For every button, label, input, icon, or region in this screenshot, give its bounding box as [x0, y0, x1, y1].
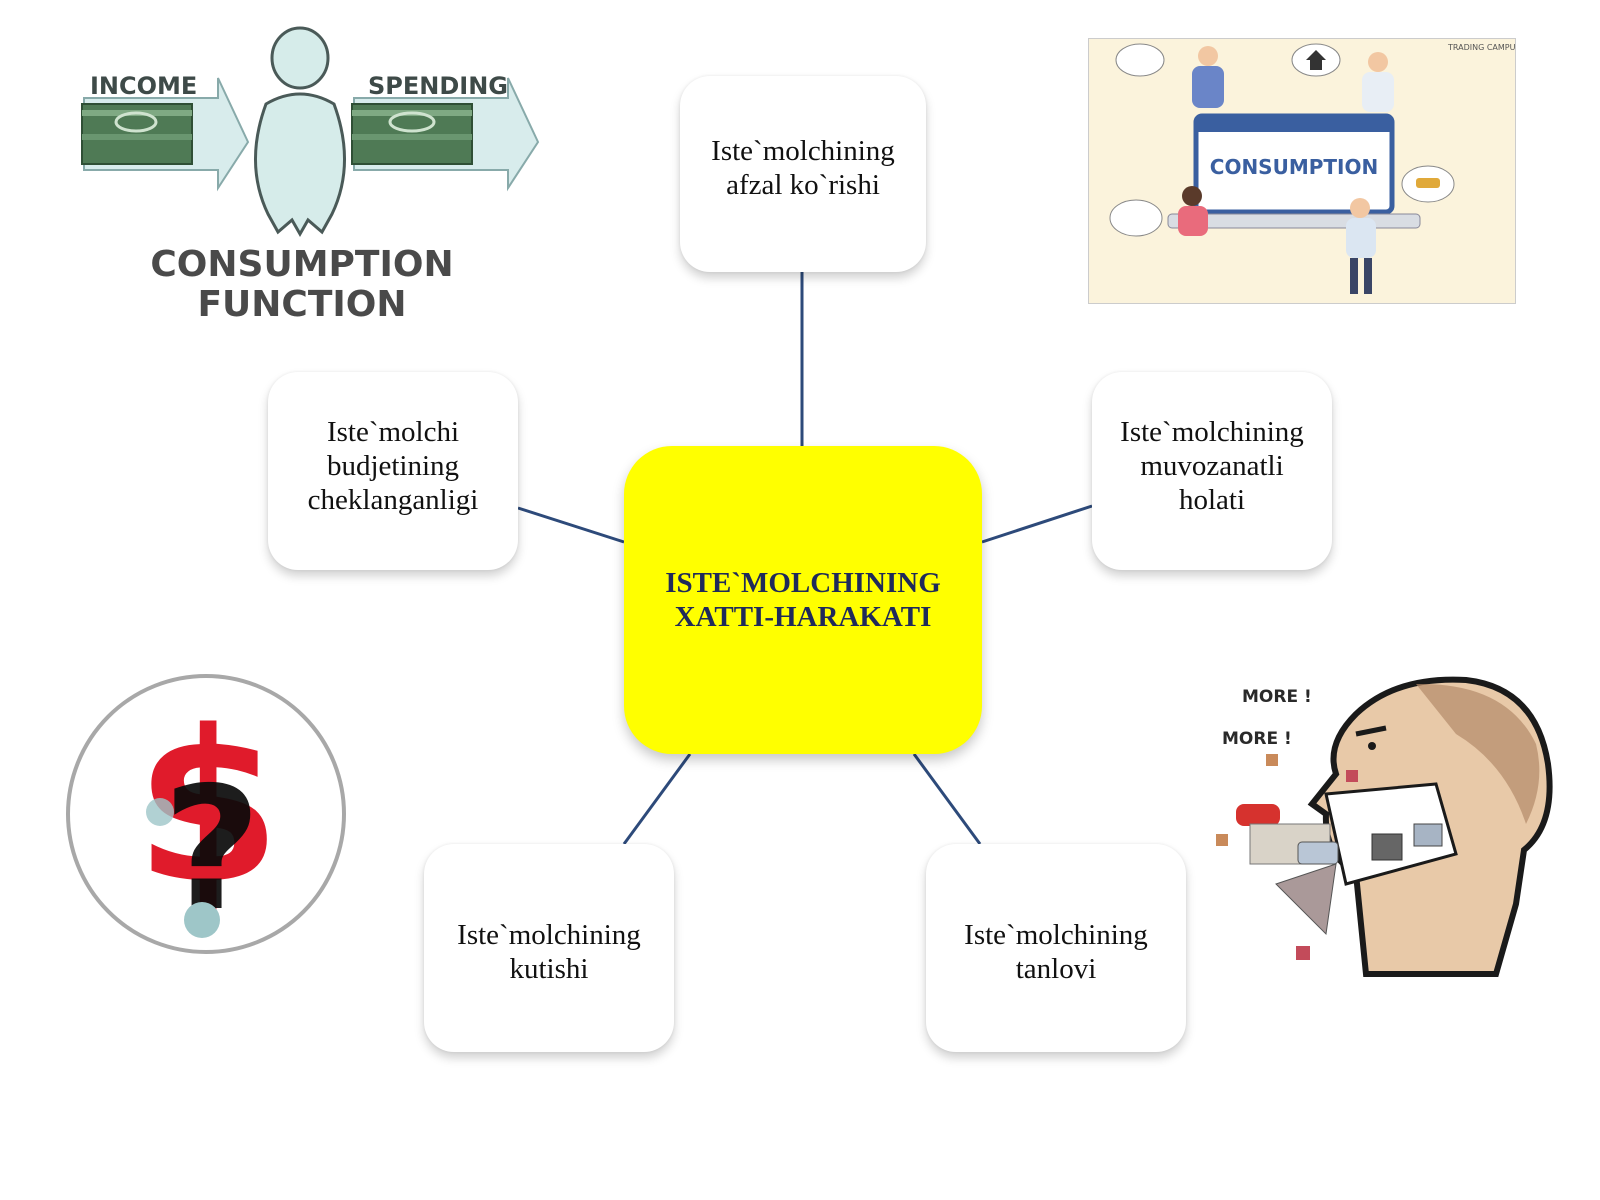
bicycle-bubble-icon	[1109, 199, 1163, 237]
node-equilibrium: Iste`molchining muvozanatli holati	[1092, 372, 1332, 570]
node-choice: Iste`molchining tanlovi	[926, 844, 1186, 1052]
link-bottom-right	[912, 753, 982, 845]
node-equilibrium-label: Iste`molchining muvozanatli holati	[1120, 416, 1304, 516]
consumption-function-title-1: CONSUMPTION	[150, 244, 453, 285]
link-left	[517, 506, 625, 544]
node-preference: Iste`molchining afzal ko`rishi	[680, 76, 926, 272]
more-consumer-cartoon: MORE ! MORE !	[1216, 676, 1553, 977]
node-budget-constraint: Iste`molchi budjetining cheklanganligi	[268, 372, 518, 570]
link-right	[981, 504, 1093, 544]
node-expectation-label: Iste`molchining kutishi	[457, 919, 641, 985]
consumption-banner: CONSUMPTION	[1210, 155, 1378, 179]
node-budget-constraint-label: Iste`molchi budjetining cheklanganligi	[307, 416, 479, 516]
consumption-illustration-image: TRADING CAMPUS CONSUMPTION	[1088, 38, 1516, 304]
link-bottom-left	[622, 753, 692, 845]
income-label: INCOME	[90, 72, 197, 100]
more-shout-2: MORE !	[1222, 729, 1292, 749]
consumption-function-image: INCOME SPENDING CONSUMPTION FUNCTION	[81, 26, 540, 325]
spending-label: SPENDING	[368, 72, 508, 100]
consumption-function-title-2: FUNCTION	[197, 284, 406, 325]
dollar-question-icon: $ ?	[66, 674, 346, 954]
center-node: ISTE`MOLCHINING XATTI-HARAKATI	[624, 446, 982, 754]
shoe-bubble-icon	[1115, 43, 1165, 77]
node-choice-label: Iste`molchining tanlovi	[964, 919, 1148, 985]
node-expectation: Iste`molchining kutishi	[424, 844, 674, 1052]
watermark: TRADING CAMPUS	[1447, 43, 1516, 52]
person-icon	[254, 26, 346, 238]
more-shout-1: MORE !	[1242, 687, 1312, 707]
center-label: ISTE`MOLCHINING XATTI-HARAKATI	[665, 567, 941, 633]
node-preference-label: Iste`molchining afzal ko`rishi	[711, 135, 895, 201]
